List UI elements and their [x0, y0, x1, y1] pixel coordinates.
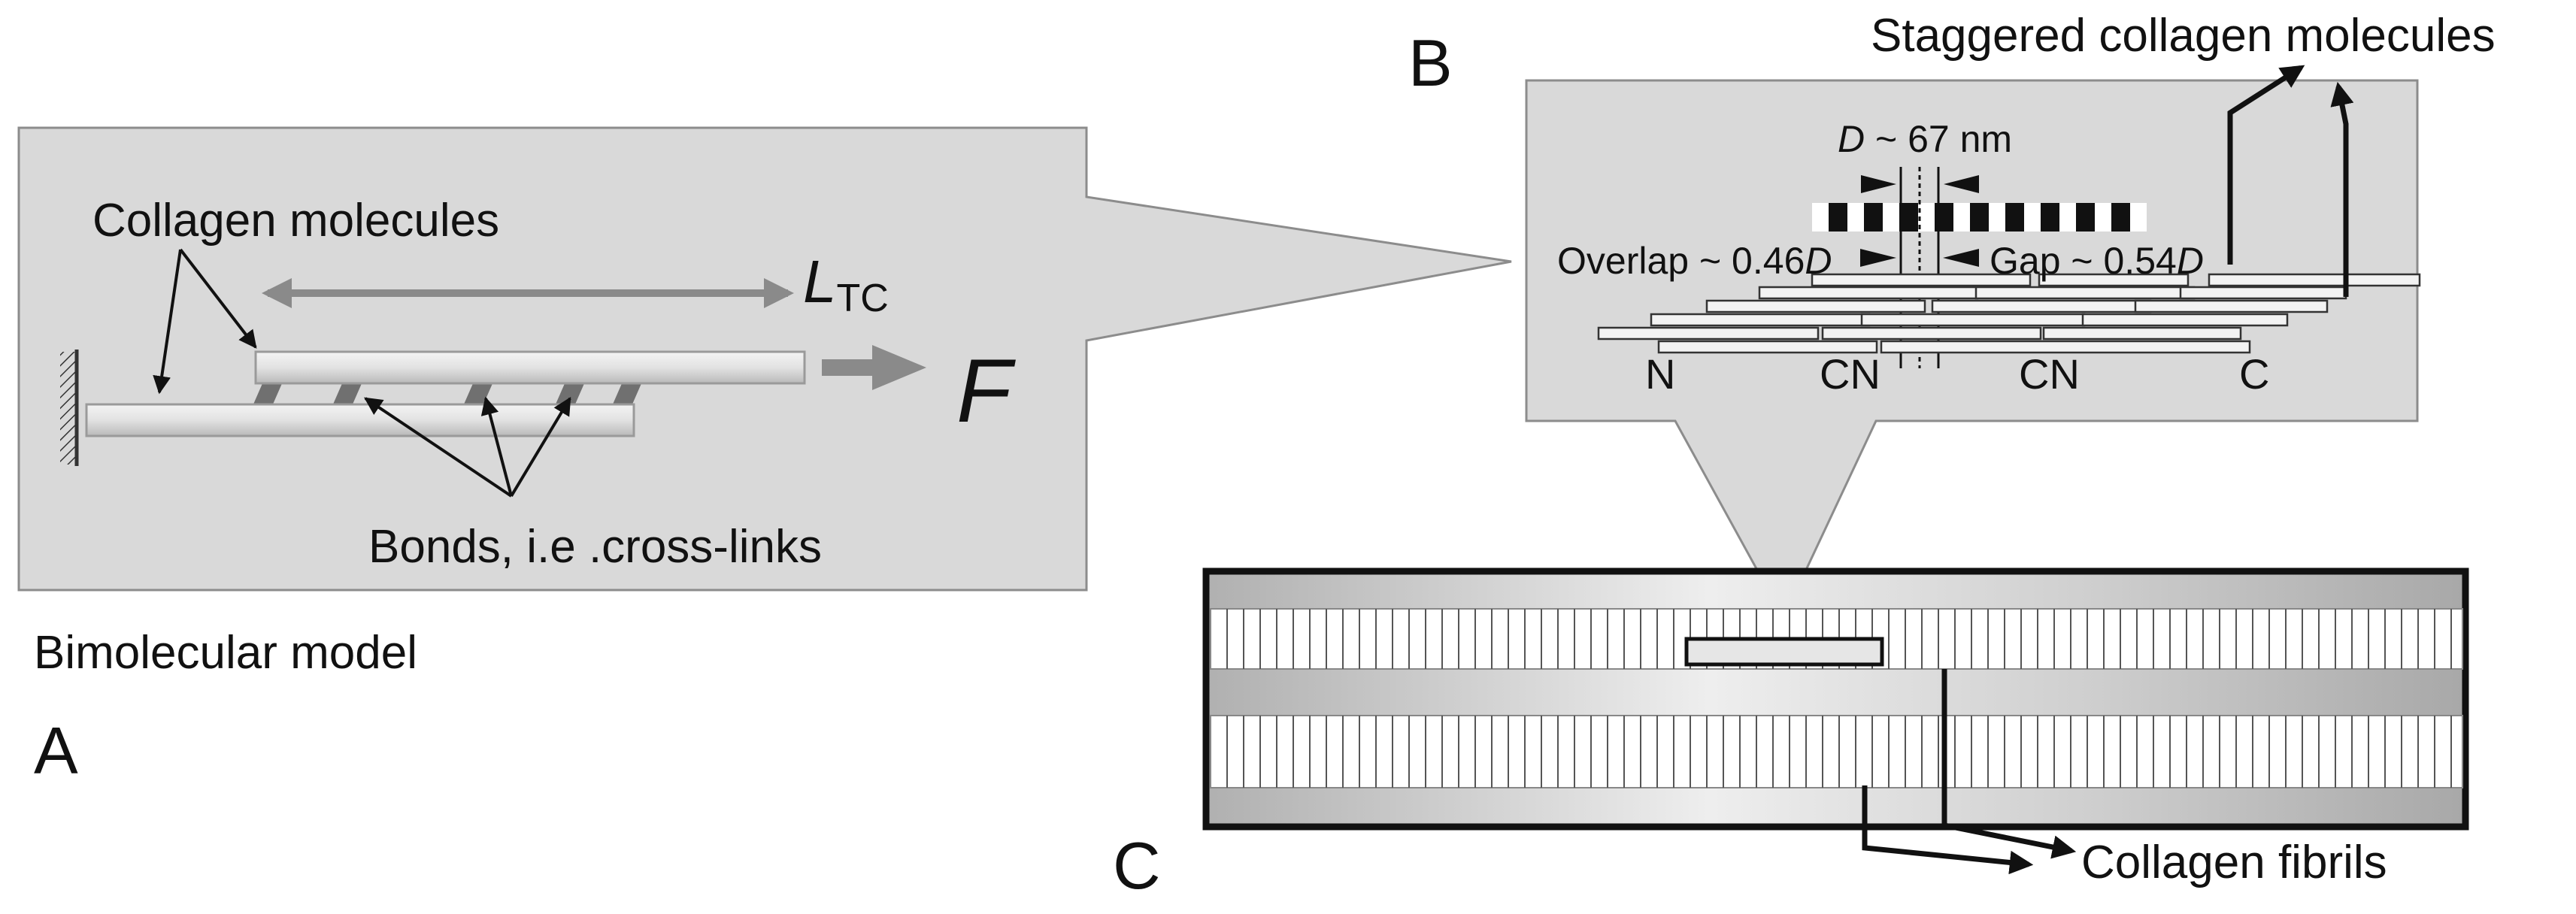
- gap-prefix: Gap ~ 0.54: [1990, 240, 2177, 282]
- overlap-arrowhead: [1860, 249, 1896, 267]
- pointer-molecule-top: [179, 248, 257, 349]
- molecule: [1597, 326, 1820, 340]
- label-bimolecular-model: Bimolecular model: [34, 627, 417, 679]
- band-black: [1829, 203, 1847, 232]
- molecule: [2038, 273, 2190, 287]
- panel-b: [1525, 65, 2421, 621]
- label-staggered-title: Staggered collagen molecules: [1871, 10, 2496, 62]
- panel-a: [17, 126, 1512, 592]
- band-black: [1970, 203, 1989, 232]
- label-end-cn-left: CN: [1820, 350, 1880, 398]
- bond: [332, 382, 362, 406]
- molecule: [1821, 326, 2042, 340]
- molecule: [1705, 299, 1926, 313]
- force-arrow-shaft: [822, 359, 876, 376]
- force-arrow-head: [872, 345, 926, 390]
- label-collagen-fibrils: Collagen fibrils: [2081, 837, 2387, 888]
- length-subscript: TC: [836, 277, 889, 320]
- molecule: [1657, 340, 1878, 354]
- panel-letter-c: C: [1113, 828, 1161, 903]
- fibril-stripes: [1226, 609, 2452, 788]
- gap-symbol: D: [2176, 240, 2204, 282]
- molecule: [2179, 286, 2347, 300]
- panel-letter-b: B: [1408, 26, 1453, 100]
- pointer-staggered-2: [2330, 81, 2354, 297]
- label-bonds: Bonds, i.e .cross-links: [368, 521, 822, 573]
- label-length: LTC: [803, 252, 889, 320]
- molecule: [1650, 313, 1871, 327]
- panel-a-pointers: [153, 248, 571, 498]
- molecule: [1974, 286, 2196, 300]
- molecule: [2134, 299, 2329, 313]
- molecule: [1811, 273, 2032, 287]
- band-black: [2111, 203, 2130, 232]
- pointer-staggered-1: [2227, 65, 2305, 265]
- band-black: [1899, 203, 1918, 232]
- label-end-c: C: [2239, 350, 2270, 398]
- pointer-molecule-bottom: [153, 249, 182, 395]
- molecule: [2081, 313, 2289, 327]
- label-gap: Gap ~ 0.54D: [1990, 242, 2204, 280]
- label-end-cn-right: CN: [2019, 350, 2080, 398]
- fibril-bottom: [1210, 715, 2463, 788]
- label-end-n: N: [1645, 350, 1676, 398]
- molecule: [2208, 273, 2421, 287]
- band-black: [2041, 203, 2059, 232]
- band-black: [2076, 203, 2095, 232]
- d-arrowhead-left: [1861, 175, 1896, 193]
- d-arrowhead-right: [1944, 175, 1979, 193]
- selection-box: [1684, 637, 1884, 667]
- overlap-symbol: D: [1805, 240, 1832, 282]
- label-d-period: D ~ 67 nm: [1838, 120, 2012, 158]
- overlap-prefix: Overlap ~ 0.46: [1557, 240, 1805, 282]
- molecule: [1931, 299, 2152, 313]
- label-collagen-molecules: Collagen molecules: [92, 195, 500, 247]
- length-symbol: L: [803, 248, 837, 315]
- molecule: [1880, 340, 2251, 354]
- pointer-bond-1: [364, 397, 513, 498]
- bond: [463, 382, 493, 406]
- gap-arrowhead: [1943, 249, 1979, 267]
- panel-c: [1202, 567, 2469, 875]
- collagen-molecule-top: [254, 350, 806, 385]
- pointer-fibril-1: [1941, 669, 2077, 859]
- bond: [253, 382, 283, 406]
- d-period-banding: [1812, 203, 2147, 232]
- pointer-bond-3: [510, 396, 571, 498]
- label-overlap: Overlap ~ 0.46D: [1557, 242, 1832, 280]
- d-value: ~ 67 nm: [1875, 118, 2013, 160]
- bond: [612, 382, 642, 406]
- d-symbol: D: [1838, 118, 1865, 160]
- pointer-fibril-2: [1862, 785, 2034, 875]
- pointer-bond-2: [480, 396, 513, 497]
- label-force: F: [956, 340, 1012, 441]
- collagen-molecule-bottom: [85, 403, 635, 437]
- band-black: [2005, 203, 2024, 232]
- panel-letter-a: A: [34, 713, 78, 788]
- molecule: [1758, 286, 1979, 300]
- molecule: [1860, 313, 2086, 327]
- staggered-molecules: [1597, 273, 2421, 354]
- fixed-wall: [60, 352, 77, 465]
- band-black: [1864, 203, 1883, 232]
- molecule: [2042, 326, 2242, 340]
